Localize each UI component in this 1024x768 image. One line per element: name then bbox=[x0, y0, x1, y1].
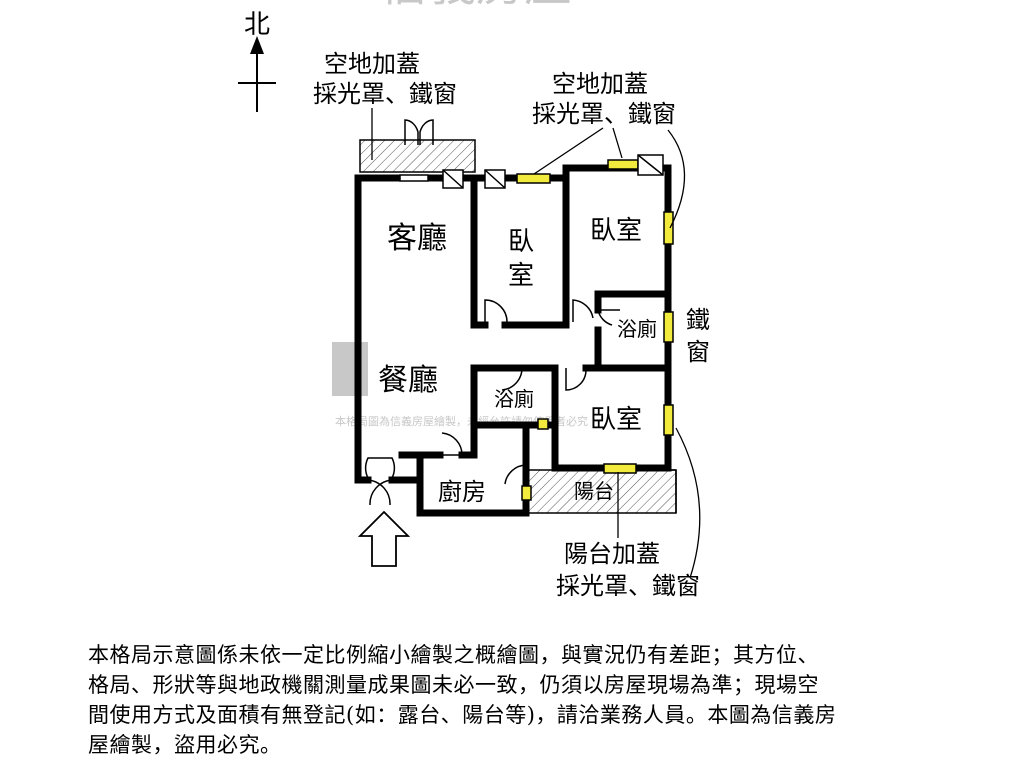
window-center-bath bbox=[537, 418, 549, 430]
disclaimer-line-1: 本格局示意圖係未依一定比例縮小繪製之概繪圖，與實況仍有差距；其方位、 bbox=[88, 643, 819, 667]
disclaimer-line-3: 間使用方式及面積有無登記(如：露台、陽台等)，請洽業務人員。本圖為信義房 bbox=[88, 703, 837, 727]
room-living: 客廳 bbox=[387, 221, 447, 256]
room-dining: 餐廳 bbox=[378, 363, 438, 398]
west-canopy-line1: 空地加蓋 bbox=[324, 50, 420, 78]
door-entrance bbox=[364, 457, 396, 479]
east-canopy-line2: 採光罩、鐵窗 bbox=[532, 100, 676, 128]
window-east-bedroom bbox=[663, 211, 674, 245]
room-labels: 客廳 臥 室 臥室 浴廁 餐廳 浴廁 臥室 廚房 陽台 bbox=[378, 216, 657, 506]
room-bedroom-middle-1: 臥 bbox=[508, 227, 534, 257]
disclaimer-line-2: 格局、形狀等與地政機關測量成果圖未必一致，仍須以房屋現場為準；現場空 bbox=[88, 673, 819, 697]
door-balcony bbox=[504, 464, 527, 486]
room-bath-center: 浴廁 bbox=[494, 387, 534, 411]
vents bbox=[399, 154, 664, 189]
leader-east-canopy-1 bbox=[533, 127, 604, 175]
door-east-bath bbox=[597, 309, 620, 326]
door-center-bath bbox=[500, 367, 523, 391]
door-middle-bedroom bbox=[484, 299, 508, 325]
watermark-brand: 信義房屋 bbox=[380, 0, 572, 12]
window-kitchen bbox=[521, 485, 532, 501]
balcony-canopy-line1: 陽台加蓋 bbox=[564, 540, 660, 568]
leader-east-canopy-2 bbox=[612, 127, 623, 159]
window-east-bathroom bbox=[663, 311, 674, 343]
room-balcony: 陽台 bbox=[574, 479, 614, 503]
window-east-se-bedroom bbox=[663, 404, 674, 436]
balcony-canopy-line2: 採光罩、鐵窗 bbox=[556, 572, 700, 600]
disclaimer: 本格局示意圖係未依一定比例縮小繪製之概繪圖，與實況仍有差距；其方位、 格局、形狀… bbox=[88, 640, 948, 760]
window-north-middle bbox=[516, 173, 551, 184]
west-canopy-area bbox=[359, 139, 476, 173]
door-ne-bedroom bbox=[572, 299, 594, 322]
walls bbox=[354, 164, 672, 517]
window-north-ne bbox=[607, 159, 639, 170]
east-canopy-line1: 空地加蓋 bbox=[552, 70, 648, 98]
disclaimer-line-4: 屋繪製，盜用必究。 bbox=[88, 733, 282, 757]
sliding-window-west bbox=[399, 174, 429, 182]
entrance-arrow-icon bbox=[357, 510, 411, 567]
room-kitchen: 廚房 bbox=[438, 478, 486, 506]
doors bbox=[364, 119, 620, 506]
room-bath-east: 浴廁 bbox=[617, 317, 657, 341]
watermark-logo-icon bbox=[332, 342, 368, 396]
balcony-area bbox=[527, 469, 677, 514]
iron-window-line1: 鐵 bbox=[686, 306, 710, 334]
room-bedroom-se: 臥室 bbox=[590, 405, 642, 435]
window-balcony bbox=[603, 463, 637, 474]
annotations: 空地加蓋 採光罩、鐵窗 空地加蓋 採光罩、鐵窗 陽台加蓋 採光罩、鐵窗 鐵 窗 bbox=[313, 50, 710, 600]
windows bbox=[516, 159, 674, 501]
door-se-bedroom bbox=[565, 368, 587, 391]
floor-plan: 北 信義房屋 本格局圖為信義房屋繪製，未經允許請勿使用者必究 bbox=[238, 0, 710, 600]
room-bedroom-middle-2: 室 bbox=[508, 261, 534, 291]
leader-east-canopy-3 bbox=[667, 129, 686, 229]
compass-label: 北 bbox=[244, 10, 270, 40]
north-compass: 北 bbox=[238, 10, 276, 112]
iron-window-line2: 窗 bbox=[686, 338, 710, 366]
north-arrow-icon bbox=[250, 36, 264, 54]
leader-balcony-window bbox=[675, 427, 701, 579]
door-kitchen bbox=[440, 432, 463, 456]
west-canopy-line2: 採光罩、鐵窗 bbox=[313, 80, 457, 108]
room-bedroom-ne: 臥室 bbox=[590, 216, 642, 246]
